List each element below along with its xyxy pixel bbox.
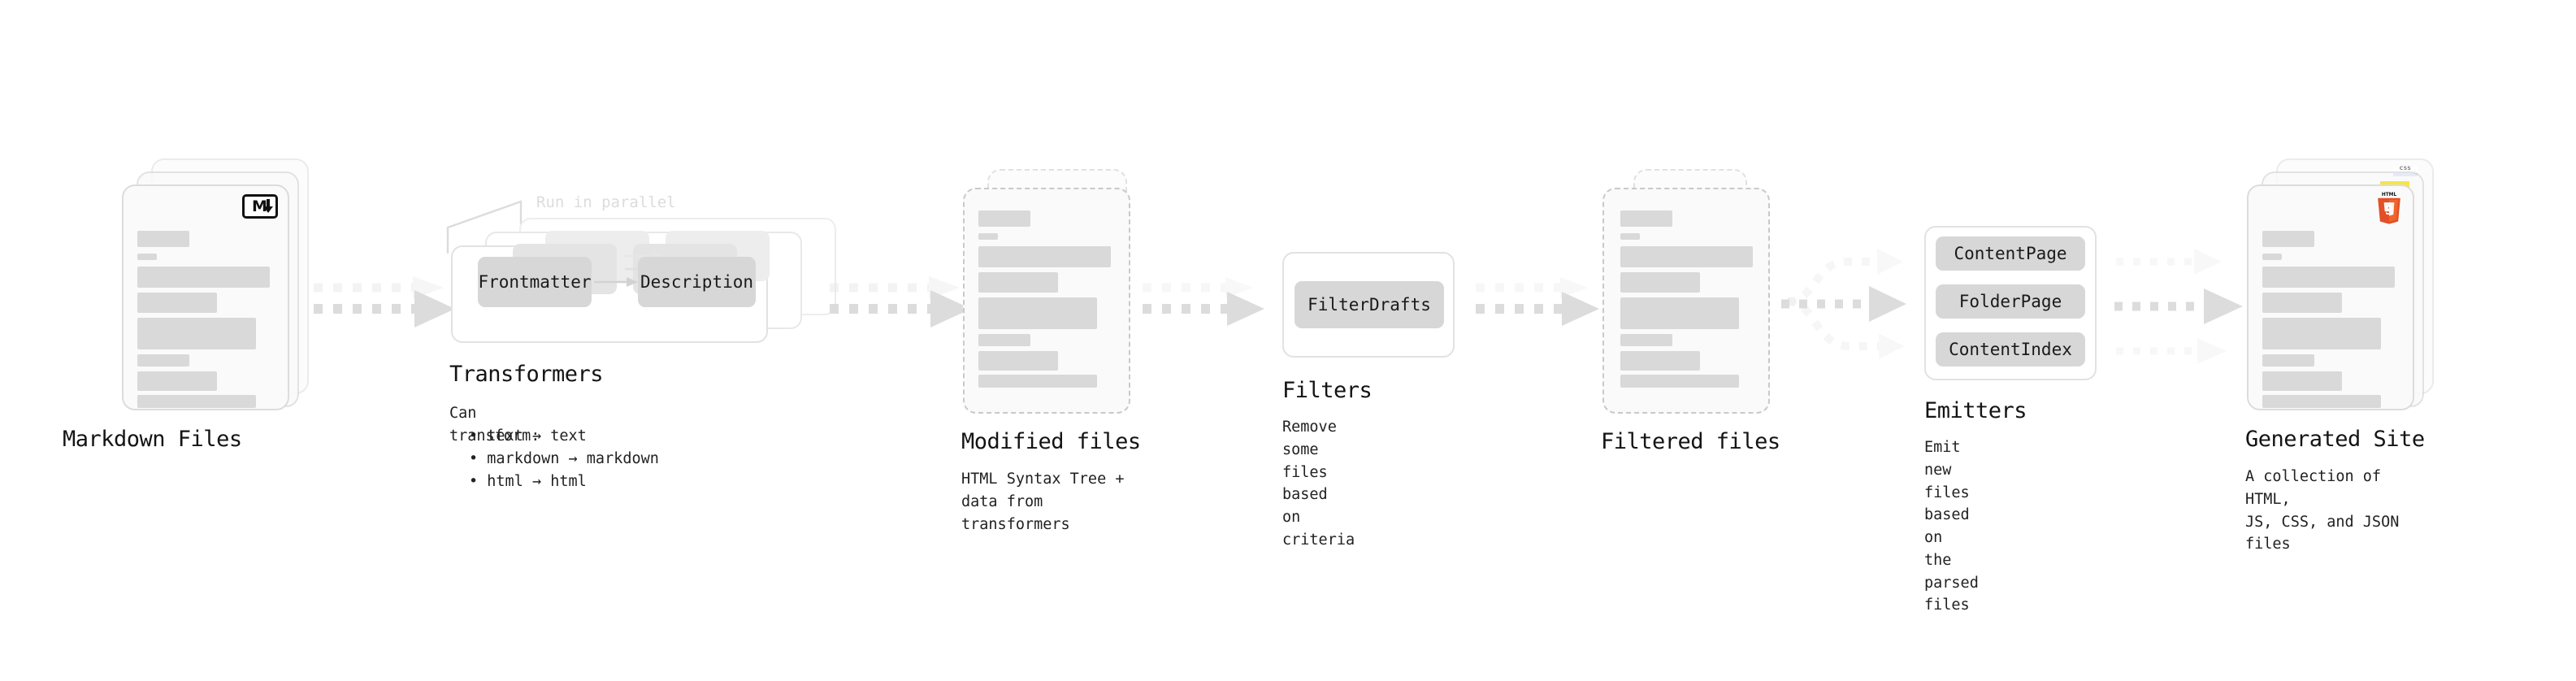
arrow-modified-to-filters [1143,277,1264,326]
modified-file-stack [963,169,1150,414]
css3-icon-text: CSS [2399,166,2412,171]
skeleton-bar [1620,210,1672,227]
skeleton-bar [2262,395,2381,408]
stage-caption-transformers: Transformers [449,362,604,387]
modified-files-description: HTML Syntax Tree + data from transformer… [961,471,1125,533]
skeleton-bar [2262,354,2314,367]
bullet-item: • html → html [469,473,587,491]
skeleton-bar [137,254,157,260]
skeleton-bar [978,246,1111,267]
filter-chip-filterdrafts[interactable]: FilterDrafts [1295,281,1444,328]
html5-icon: HTML 5 [2378,193,2400,224]
emitter-chip-contentpage[interactable]: ContentPage [1936,236,2085,271]
skeleton-bar [2262,231,2314,247]
html5-icon-digit: 5 [2385,203,2393,218]
skeleton-bar [1620,272,1700,293]
transformer-chip-frontmatter[interactable]: Frontmatter [478,257,592,307]
file-card-front [1602,188,1770,414]
skeleton-bar [137,354,189,367]
emitter-chip-folderpage[interactable]: FolderPage [1936,284,2085,319]
filtered-file-stack [1602,169,1789,414]
generated-site-description: A collection of HTML, JS, CSS, and JSON … [2245,468,2400,553]
markdown-file-stack: M [122,158,309,410]
parallel-bracket [446,200,523,254]
markdown-icon: M [242,194,278,219]
stage-caption-filters: Filters [1282,378,1373,403]
bullet-item: • markdown → markdown [469,450,659,468]
stage-caption-filtered-files: Filtered files [1601,429,1780,454]
stage-modified-files: Modified files HTML Syntax Tree + data f… [961,169,1150,533]
skeleton-bar [1620,375,1739,388]
arrow-filters-to-filtered [1476,277,1599,326]
skeleton-bar [978,375,1097,388]
skeleton-bar [1620,233,1640,240]
filters-description: Remove some files based on criteria [1282,419,1355,549]
skeleton-bar [978,272,1058,293]
skeleton-bar [978,351,1058,371]
stage-caption-generated-site: Generated Site [2245,427,2425,452]
skeleton-bar [1620,246,1753,267]
skeleton-bar [2262,254,2282,260]
skeleton-bar [137,293,217,313]
arrow-filtered-to-emitters [1781,249,1906,359]
skeleton-bar [137,395,256,408]
file-card-front: M [122,184,289,410]
arrow-transformers-to-modified [830,276,971,327]
file-card-front: HTML 5 [2247,184,2414,410]
stage-caption-emitters: Emitters [1924,398,2027,423]
bullet-item: • text → text [469,427,587,445]
skeleton-bar [978,334,1030,346]
emitter-chip-contentindex[interactable]: ContentIndex [1936,332,2085,367]
transformers-description-heading: Can transform: [449,405,540,445]
stage-filtered-files: Filtered files [1601,169,1789,454]
file-card-front [963,188,1130,414]
parallel-label: Run in parallel [536,193,676,211]
skeleton-bar [1620,334,1672,346]
transformer-chip-description[interactable]: Description [638,257,756,307]
transformer-inner-arrow [594,277,638,287]
skeleton-bar [1620,297,1739,329]
skeleton-bar [137,267,270,288]
skeleton-bar [978,210,1030,227]
skeleton-bar [2262,267,2395,288]
skeleton-bar [137,318,256,349]
generated-site-stack: CSS HTML 5 [2247,158,2434,410]
skeleton-bar [1620,351,1700,371]
transformers-bullet-list: • text → text • markdown → markdown • ht… [469,425,659,493]
emitters-description: Emit new files based on the parsed files [1924,439,1979,614]
stage-caption-markdown-files: Markdown Files [63,427,242,452]
stage-generated-site: CSS HTML 5 Generated Site [2245,158,2434,553]
stage-caption-modified-files: Modified files [961,429,1141,454]
skeleton-bar [2262,371,2342,391]
skeleton-bar [137,231,189,247]
svg-text:HTML: HTML [2382,193,2397,197]
skeleton-bar [978,233,998,240]
skeleton-bar [137,371,217,391]
arrow-markdown-to-transformers [314,276,455,327]
skeleton-bar [2262,293,2342,313]
stage-markdown-files: M Markdown Files [63,158,309,452]
skeleton-bar [978,297,1097,329]
arrow-emitters-to-site [2114,249,2243,364]
skeleton-bar [2262,318,2381,349]
